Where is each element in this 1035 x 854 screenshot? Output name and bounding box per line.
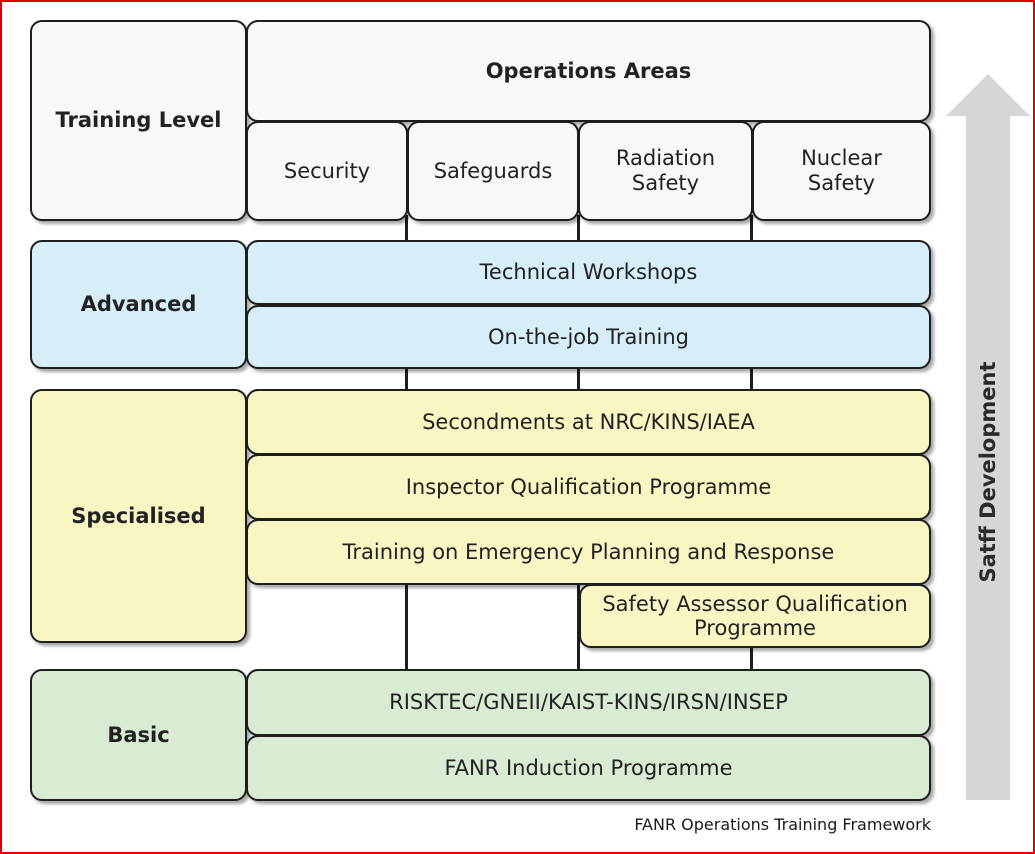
operations-areas-label: Operations Areas [485, 58, 692, 83]
area-safeguards: Safeguards [407, 121, 579, 221]
area-nuclear-safety: Nuclear Safety [752, 121, 931, 221]
connector-line [750, 643, 753, 675]
level-basic: Basic [30, 669, 247, 801]
level-advanced: Advanced [30, 240, 247, 369]
emergency-planning-training: Training on Emergency Planning and Respo… [246, 519, 931, 585]
inspector-qualification: Inspector Qualification Programme [246, 454, 931, 520]
connector-line [750, 363, 753, 395]
figure-caption: FANR Operations Training Framework [634, 815, 931, 834]
staff-development-label: Satff Development [976, 361, 1000, 583]
area-security: Security [246, 121, 408, 221]
secondments: Secondments at NRC/KINS/IAEA [246, 389, 931, 455]
training-level-header: Training Level [30, 20, 247, 221]
fanr-induction-programme: FANR Induction Programme [246, 735, 931, 801]
on-the-job-training: On-the-job Training [246, 305, 931, 369]
operations-areas-header: Operations Areas [246, 20, 931, 122]
staff-development-arrow-icon [946, 74, 1030, 800]
level-specialised: Specialised [30, 389, 247, 643]
connector-line [750, 215, 753, 245]
safety-assessor-qualification: Safety Assessor Qualification Programme [579, 584, 931, 648]
area-radiation-safety: Radiation Safety [578, 121, 753, 221]
technical-workshops: Technical Workshops [246, 240, 931, 305]
training-level-label: Training Level [55, 108, 222, 132]
external-programmes: RISKTEC/GNEII/KAIST-KINS/IRSN/INSEP [246, 669, 931, 736]
